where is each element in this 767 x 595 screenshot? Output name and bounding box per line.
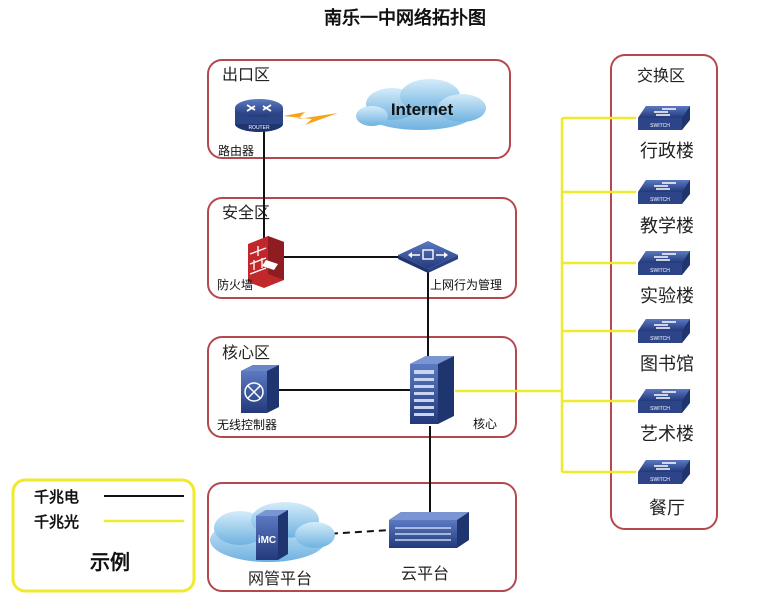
imc-badge: iMC (258, 535, 276, 546)
building-label: 实验楼 (640, 286, 694, 307)
zone-exit-box (207, 59, 511, 159)
imc-server-icon: iMC (256, 510, 288, 560)
zone-exchange-box (610, 54, 718, 530)
firewall-label: 防火墙 (217, 277, 253, 292)
wan-link-bolt (283, 112, 338, 125)
wireless-controller-label: 无线控制器 (217, 418, 277, 432)
legend-copper-label: 千兆电 (34, 488, 79, 506)
legend-fiber-label: 千兆光 (34, 513, 79, 531)
building-label: 餐厅 (649, 498, 685, 519)
building-label: 艺术楼 (640, 424, 694, 445)
core-label: 核心 (473, 417, 497, 431)
fiber-links (455, 116, 636, 474)
building-label: 行政楼 (640, 141, 694, 162)
building-label: 图书馆 (640, 354, 694, 375)
zone-exchange-label: 交换区 (637, 66, 685, 85)
behavior-management-label: 上网行为管理 (430, 277, 502, 292)
building-switch-icon: SWITCH (638, 460, 690, 484)
zone-core-label: 核心区 (222, 343, 270, 362)
cloud-platform-label: 云平台 (401, 564, 449, 583)
zone-platform-box (207, 482, 517, 592)
switch-badge: SWITCH (650, 268, 670, 274)
building-switch-icon: SWITCH (638, 251, 690, 275)
core-switch-icon (410, 356, 454, 424)
zone-security-box (207, 197, 517, 299)
building-switch-icon: SWITCH (638, 319, 690, 343)
zone-core-box (207, 336, 517, 438)
router-label: 路由器 (218, 143, 254, 158)
mgmt-platform-label: 网管平台 (248, 569, 312, 588)
building-switch-icon: SWITCH (638, 106, 690, 130)
router-badge: ROUTER (248, 125, 270, 131)
firewall-icon (248, 236, 284, 288)
switch-badge: SWITCH (650, 197, 670, 203)
building-switches: SWITCH 行政楼 SWITCH 教学楼 SWITCH 实验楼 SWITCH 图书馆 SWIT… (638, 106, 694, 519)
internet-cloud-icon (356, 79, 486, 130)
switch-badge: SWITCH (650, 477, 670, 483)
zone-exit-label: 出口区 (222, 65, 270, 84)
internet-label: Internet (391, 100, 454, 119)
zone-security-label: 安全区 (222, 203, 270, 222)
switch-badge: SWITCH (650, 336, 670, 342)
building-label: 教学楼 (640, 216, 694, 237)
switch-badge: SWITCH (650, 406, 670, 412)
legend-title: 示例 (90, 550, 130, 574)
behavior-management-icon (398, 241, 458, 273)
router-icon: ROUTER (235, 99, 283, 132)
switch-badge: SWITCH (650, 123, 670, 129)
building-switch-icon: SWITCH (638, 389, 690, 413)
cloud-platform-server-icon (389, 512, 469, 548)
legend-box (11, 478, 196, 593)
wireless-controller-icon (241, 365, 279, 413)
page-title: 南乐一中网络拓扑图 (324, 7, 486, 29)
building-switch-icon: SWITCH (638, 180, 690, 204)
